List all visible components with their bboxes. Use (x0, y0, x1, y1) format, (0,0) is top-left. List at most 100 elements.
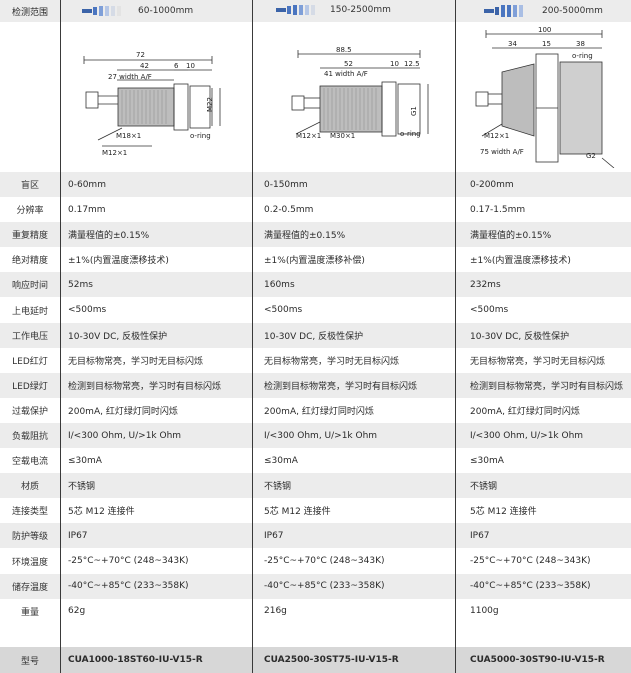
spec-value-2: 0-150mm (264, 179, 308, 190)
sensor-range-icon-3 (484, 5, 523, 17)
dim-d3-oring: o-ring (572, 52, 593, 60)
spec-value-1: -40°C~+85°C (233~358K) (68, 581, 189, 592)
spec-value-2: 0.2-0.5mm (264, 204, 314, 215)
dimension-drawing-3: 100 34 15 38 o-ring M12×1 75 width A/F G… (475, 26, 615, 168)
spec-value-1: 0-60mm (68, 179, 106, 190)
dim-d3-width: 75 width A/F (480, 148, 524, 156)
spec-row: 盲区 0-60mm 0-150mm 0-200mm (0, 172, 631, 198)
spec-value-2: 200mA, 红灯绿灯同时闪烁 (264, 406, 374, 417)
spec-value-2: <500ms (264, 305, 303, 316)
spec-value-3: <500ms (470, 305, 509, 316)
column-divider-1 (60, 0, 61, 673)
range-label-1: 60-1000mm (138, 6, 194, 16)
spec-value-1: 10-30V DC, 反极性保护 (68, 331, 168, 342)
dimension-drawing-1: 72 42 6 10 27 width A/F M22 M18×1 o-ring… (83, 51, 221, 157)
model-value-1: CUA1000-18ST60-IU-V15-R (68, 655, 203, 665)
spec-value-3: I/<300 Ohm, U/>1k Ohm (470, 430, 584, 441)
spec-value-1: 不锈钢 (68, 482, 96, 493)
spec-label: 过载保护 (11, 406, 48, 417)
dim-d3-connector: M12×1 (484, 132, 509, 140)
spec-value-3: 满量程值的±0.15% (470, 231, 552, 242)
dim-d1-total: 72 (136, 51, 145, 59)
spec-value-3: 不锈钢 (470, 482, 498, 493)
spec-value-1: 62g (68, 606, 86, 617)
spec-value-2: IP67 (264, 530, 284, 541)
spec-value-2: 无目标物常亮，学习时无目标闪烁 (264, 356, 400, 367)
spec-row: 环境温度-25°C~+70°C (248~343K)-25°C~+70°C (2… (0, 549, 631, 574)
spec-value-2: ≤30mA (264, 455, 298, 466)
spec-row: 过载保护 200mA, 红灯绿灯同时闪烁 200mA, 红灯绿灯同时闪烁 200mA,… (0, 398, 631, 423)
spec-label: 空载电流 (11, 457, 48, 468)
spec-value-3: 10-30V DC, 反极性保护 (470, 331, 570, 342)
range-label-3: 200-5000mm (542, 6, 603, 16)
spec-row: 上电延时<500ms<500ms<500ms (0, 298, 631, 323)
spec-value-2: 160ms (264, 279, 295, 290)
spec-label: 重复精度 (11, 231, 48, 242)
spec-row: 绝对精度±1%(内置温度漂移技术)±1%(内置温度漂移补偿)±1%(内置温度漂移… (0, 247, 631, 272)
spec-row: LED红灯无目标物常亮，学习时无目标闪烁无目标物常亮，学习时无目标闪烁无目标物常… (0, 348, 631, 373)
dim-d3-15: 15 (542, 40, 551, 48)
dim-d1-42: 42 (140, 62, 149, 70)
dim-d1-6: 6 (174, 62, 179, 70)
spec-value-1: 200mA, 红灯绿灯同时闪烁 (68, 406, 178, 417)
dim-d2-dia: G1 (410, 106, 418, 116)
dim-d1-width: 27 width A/F (108, 73, 152, 81)
header-label: 检测范围 (11, 8, 48, 18)
spec-label: 连接类型 (11, 507, 48, 518)
spec-value-1: 0.17mm (68, 204, 106, 215)
spec-value-2: 5芯 M12 连接件 (264, 507, 331, 518)
spec-value-3: 无目标物常亮，学习时无目标闪烁 (470, 356, 606, 367)
spec-label: 绝对精度 (11, 256, 48, 267)
spec-value-3: 5芯 M12 连接件 (470, 507, 537, 518)
spec-value-1: 检测到目标物常亮，学习时有目标闪烁 (68, 381, 222, 392)
model-row: 型号 CUA1000-18ST60-IU-V15-R CUA2500-30ST7… (0, 647, 631, 673)
spec-label: 盲区 (20, 181, 39, 192)
spec-value-2: 不锈钢 (264, 482, 292, 493)
column-divider-2 (252, 0, 253, 673)
spec-row: 储存温度 -40°C~+85°C (233~358K) -40°C~+85°C (2… (0, 573, 631, 599)
dim-d2-thread: M30×1 (330, 132, 355, 140)
spec-value-3: 检测到目标物常亮，学习时有目标闪烁 (470, 381, 624, 392)
dim-d3-total: 100 (538, 26, 551, 34)
dim-d2-10: 10 (390, 60, 399, 68)
spec-value-3: 200mA, 红灯绿灯同时闪烁 (470, 406, 580, 417)
sensor-range-icon-1 (82, 6, 121, 16)
dimension-drawing-2: 88.5 52 10 12.5 41 width A/F G1 M12×1 M3… (291, 46, 429, 140)
sensor-range-icon-2 (276, 5, 315, 15)
dim-d2-125: 12.5 (404, 60, 420, 68)
dim-d1-oring: o-ring (190, 132, 211, 140)
spec-row: 重复精度满量程值的±0.15%满量程值的±0.15%满量程值的±0.15% (0, 222, 631, 248)
spec-label: 响应时间 (11, 281, 48, 292)
spec-value-1: <500ms (68, 305, 107, 316)
spec-value-3: 0.17-1.5mm (470, 204, 526, 215)
spec-value-2: 满量程值的±0.15% (264, 231, 346, 242)
spec-value-3: ±1%(内置温度漂移技术) (470, 256, 571, 267)
spec-value-2: ±1%(内置温度漂移补偿) (264, 256, 365, 267)
spec-label: 防护等级 (11, 532, 48, 543)
model-value-3: CUA5000-30ST90-IU-V15-R (470, 655, 605, 665)
column-divider-3 (455, 0, 456, 673)
spec-label: 储存温度 (11, 582, 48, 593)
range-label-2: 150-2500mm (330, 5, 391, 15)
spec-label: 重量 (20, 607, 39, 618)
spec-label: LED绿灯 (12, 381, 48, 392)
spec-value-3: 0-200mm (470, 179, 514, 190)
dim-d3-34: 34 (508, 40, 517, 48)
spec-value-1: 52ms (68, 279, 93, 290)
spec-row: 材质不锈钢不锈钢不锈钢 (0, 473, 631, 499)
spec-value-3: -40°C~+85°C (233~358K) (470, 581, 591, 592)
spec-value-2: -40°C~+85°C (233~358K) (264, 581, 385, 592)
dim-d2-width: 41 width A/F (324, 70, 368, 78)
spec-value-2: 216g (264, 606, 287, 617)
spec-value-2: 检测到目标物常亮，学习时有目标闪烁 (264, 381, 418, 392)
dim-d3-38: 38 (576, 40, 585, 48)
spec-value-2: -25°C~+70°C (248~343K) (264, 556, 385, 567)
